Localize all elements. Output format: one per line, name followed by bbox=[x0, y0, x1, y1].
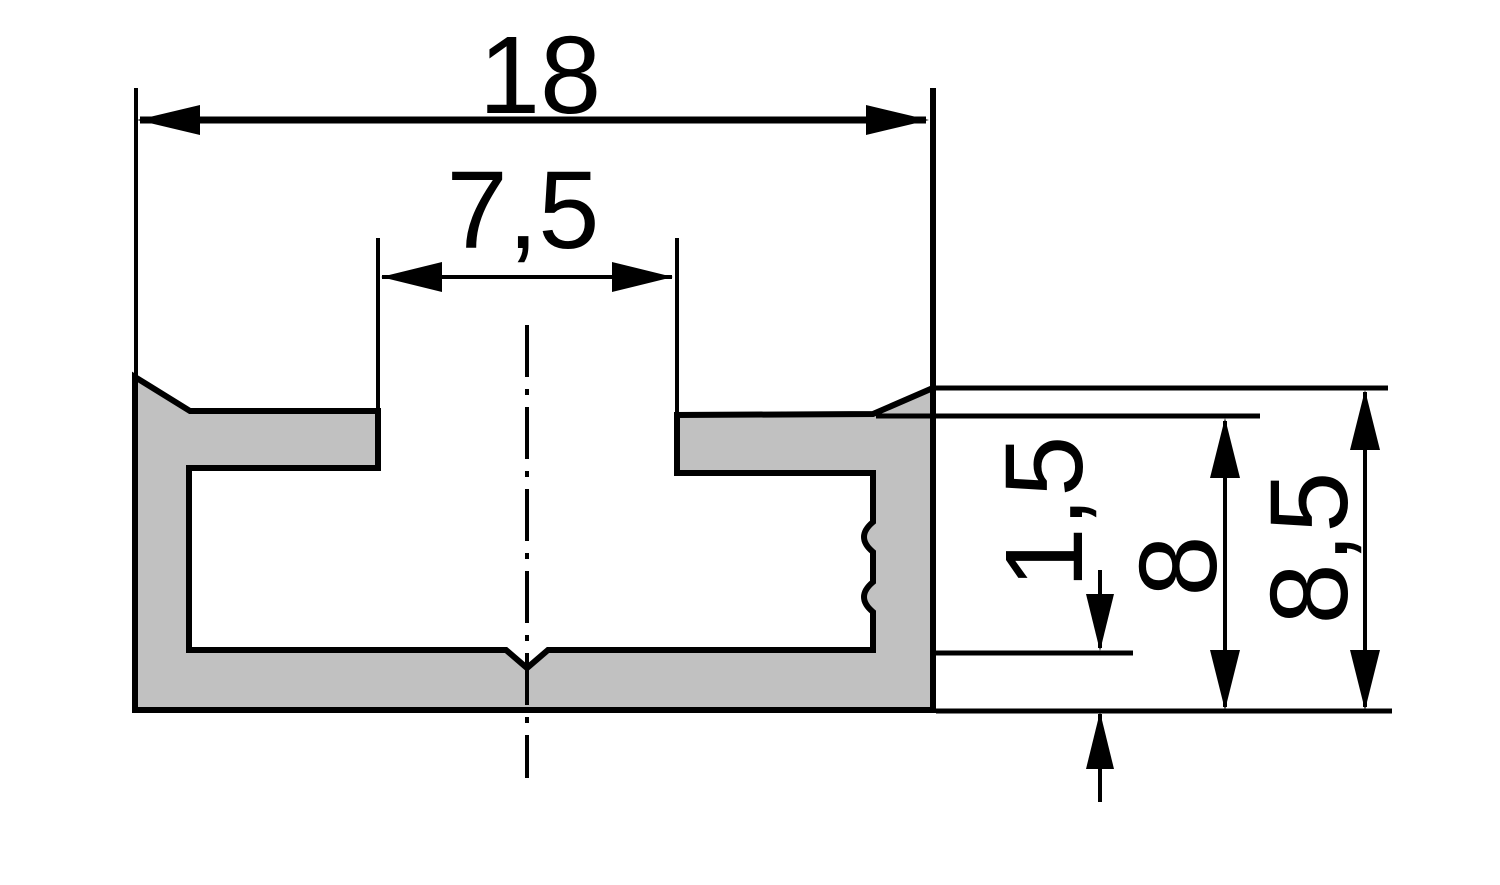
arrow-left-icon bbox=[137, 105, 200, 135]
arrow-right-icon bbox=[612, 262, 673, 292]
arrow-up-icon bbox=[1210, 418, 1240, 478]
dimension-label-base-thickness: 1,5 bbox=[983, 436, 1106, 589]
arrow-up-icon bbox=[1350, 390, 1380, 450]
arrow-down-icon bbox=[1086, 594, 1114, 651]
dimension-label-overall-width: 18 bbox=[479, 14, 601, 137]
arrow-down-icon bbox=[1350, 650, 1380, 710]
arrow-right-icon bbox=[866, 105, 929, 135]
arrow-down-icon bbox=[1210, 650, 1240, 710]
arrow-up-icon bbox=[1086, 712, 1114, 769]
profile-cross-section-shape bbox=[132, 371, 936, 713]
dimension-label-inner-height: 8 bbox=[1117, 535, 1240, 596]
dimension-label-slot-width: 7,5 bbox=[447, 149, 600, 272]
dimension-label-overall-height: 8,5 bbox=[1248, 472, 1371, 625]
arrow-left-icon bbox=[381, 262, 442, 292]
